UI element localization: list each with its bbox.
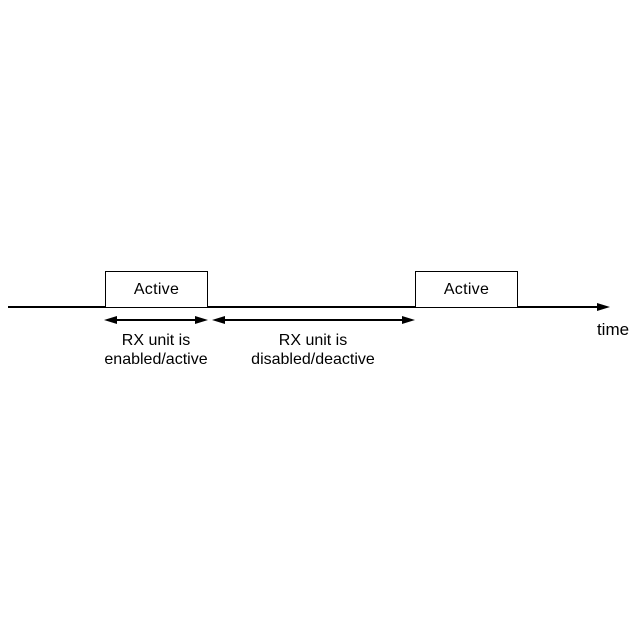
disabled-interval-label-line2: disabled/deactive (251, 351, 375, 368)
pulse-box-second-label: Active (443, 280, 490, 298)
enabled-interval-arrow-line (113, 319, 200, 321)
time-axis-line (8, 306, 600, 308)
time-axis-label: time (596, 320, 630, 339)
disabled-interval-arrow-line (221, 319, 406, 321)
time-axis-arrowhead-icon (597, 303, 610, 311)
disabled-interval-label-line1: RX unit is (278, 332, 348, 349)
enabled-interval-label-line1: RX unit is (121, 332, 191, 349)
pulse-box-first-label: Active (133, 280, 180, 298)
pulse-box-second: Active (415, 271, 518, 308)
disabled-interval-arrowhead-left-icon (212, 316, 225, 324)
enabled-interval-arrowhead-left-icon (104, 316, 117, 324)
enabled-interval-arrowhead-right-icon (195, 316, 208, 324)
disabled-interval-arrowhead-right-icon (402, 316, 415, 324)
disabled-interval-label: RX unit is disabled/deactive (228, 331, 398, 369)
enabled-interval-label: RX unit is enabled/active (81, 331, 231, 369)
pulse-box-first: Active (105, 271, 208, 308)
enabled-interval-label-line2: enabled/active (104, 351, 208, 368)
